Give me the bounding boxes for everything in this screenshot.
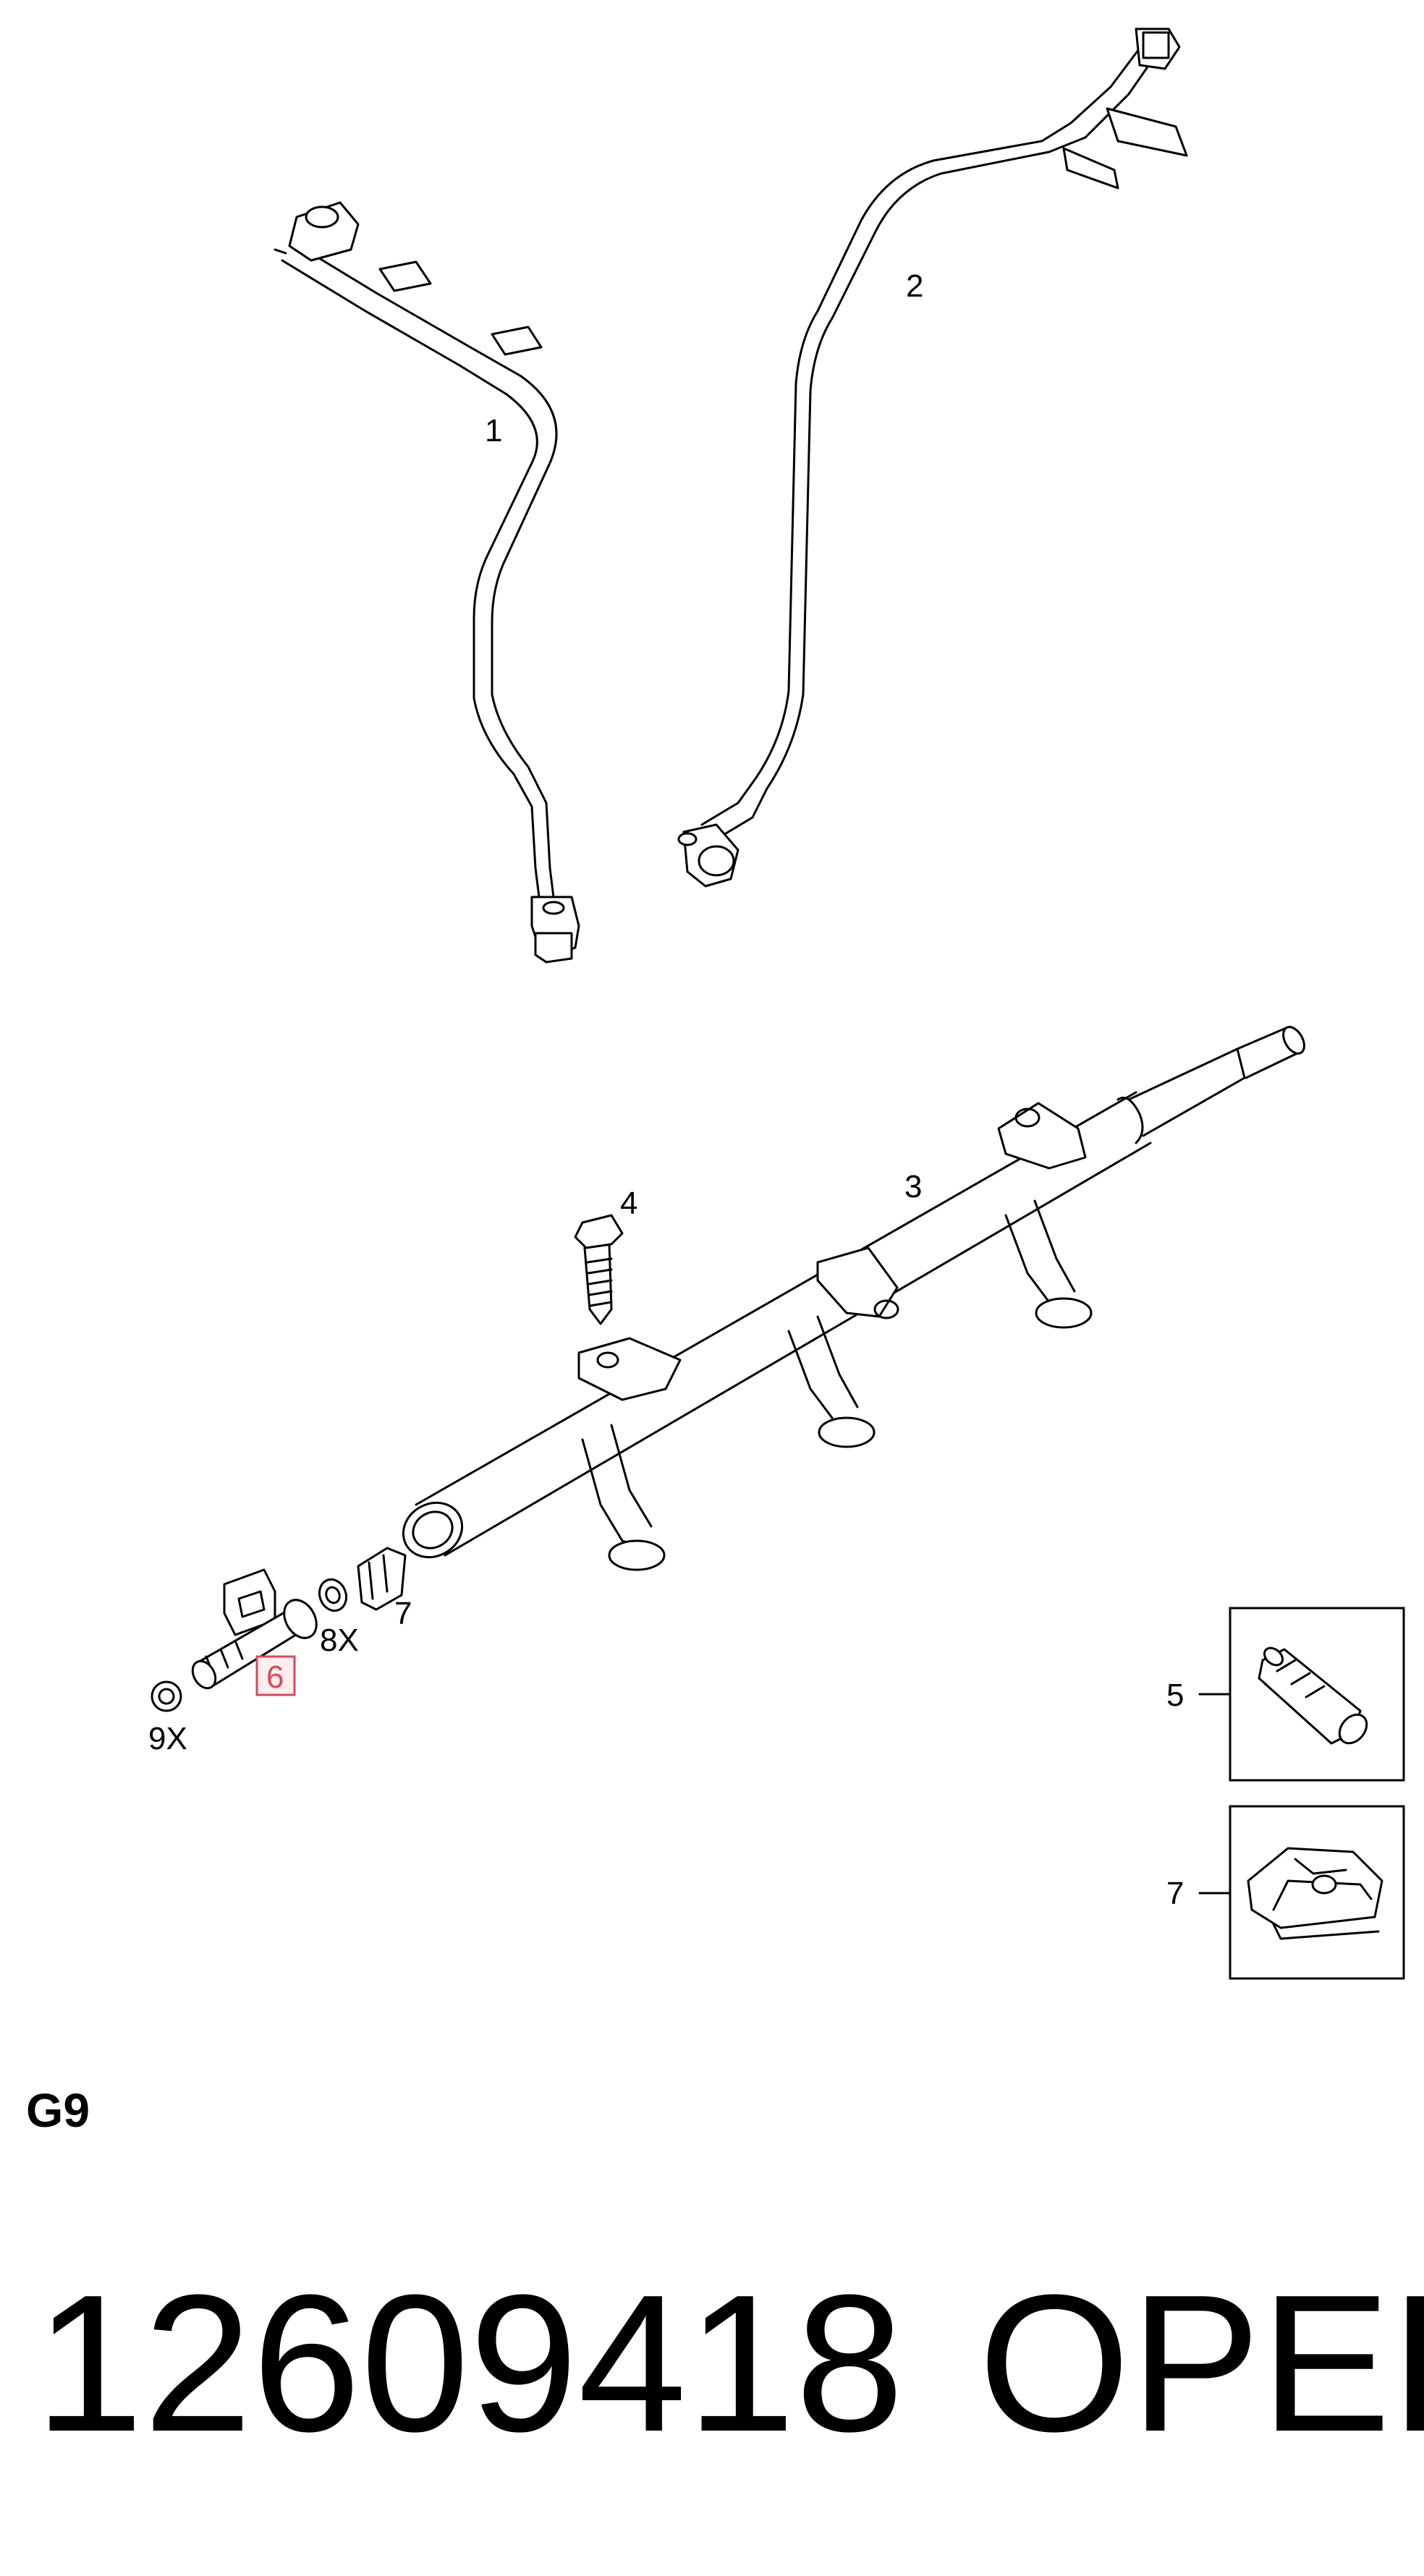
- callout-2: 2: [906, 268, 923, 304]
- fuel-injector-6: [191, 1568, 318, 1690]
- inset-box-5: [1198, 1607, 1405, 1782]
- fuel-pipe-2: [677, 27, 1188, 888]
- callout-7: 7: [394, 1596, 412, 1631]
- fuel-pipe-1: [274, 201, 580, 964]
- pipe-2-top-connector: [1135, 27, 1181, 70]
- quick-connector-bottom: [530, 896, 580, 964]
- injector-cup-1: [581, 1424, 666, 1571]
- inset-callout-7: 7: [1166, 1876, 1184, 1911]
- part-number: 12609418: [35, 2255, 904, 2473]
- fuel-rail-3: [402, 1026, 1305, 1571]
- callout-6: 6: [266, 1659, 284, 1695]
- callout-6-highlighted: 6: [255, 1655, 296, 1696]
- section-code: G9: [26, 2083, 90, 2137]
- injector-cup-3: [1004, 1199, 1093, 1329]
- brand-name: OPEL: [978, 2255, 1424, 2473]
- o-ring-8x: [318, 1578, 348, 1612]
- inset-callout-5: 5: [1166, 1678, 1184, 1713]
- inset-box-7: [1198, 1805, 1405, 1980]
- callout-3: 3: [904, 1169, 922, 1204]
- injector-cup-2: [787, 1315, 876, 1448]
- pipe-2-bottom-elbow: [677, 823, 739, 888]
- clip-7: [357, 1547, 407, 1611]
- callout-1: 1: [485, 413, 502, 449]
- quick-connector-top: [274, 201, 360, 262]
- callout-8x: 8X: [320, 1623, 359, 1658]
- callout-4: 4: [620, 1186, 637, 1221]
- callout-9x: 9X: [148, 1721, 187, 1756]
- o-ring-9x: [151, 1680, 182, 1712]
- bolt-4: [574, 1214, 624, 1325]
